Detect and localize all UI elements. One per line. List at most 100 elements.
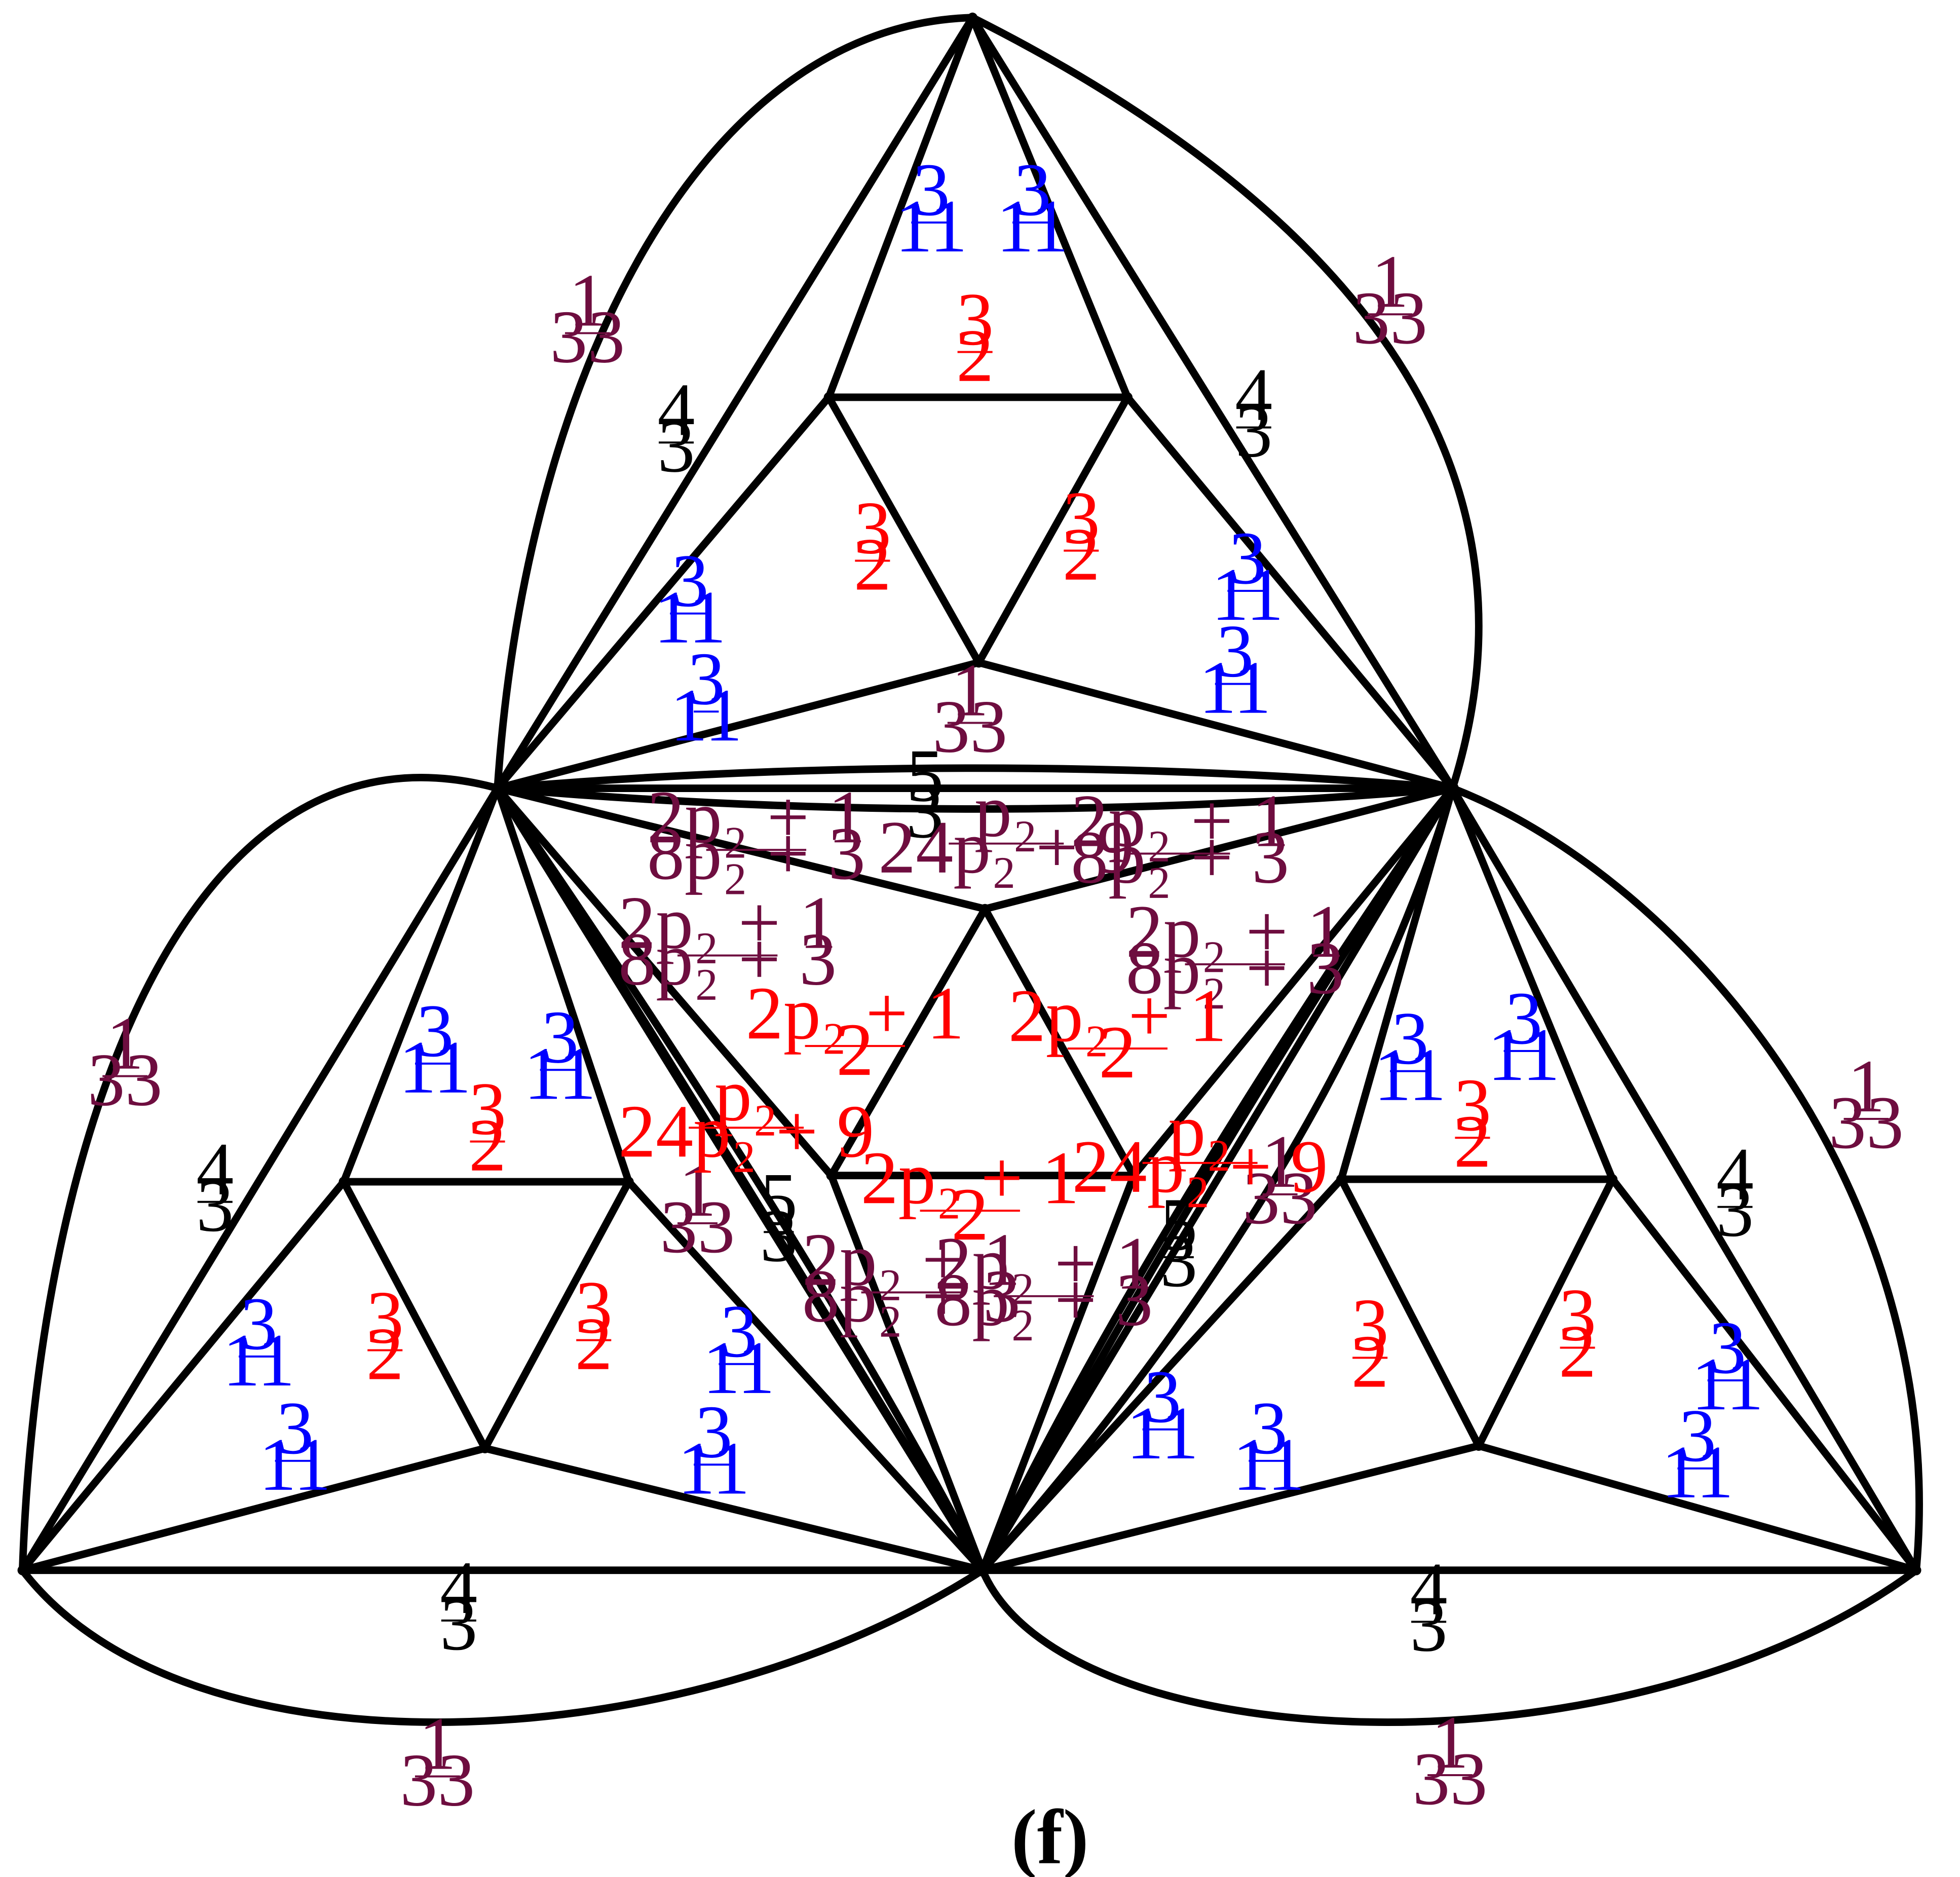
edge xyxy=(494,784,835,1180)
fraction-numerator: 2p₂ + 1 xyxy=(746,972,964,1055)
weight-label-one-33: 133 xyxy=(1829,1045,1904,1165)
edge xyxy=(494,784,987,1574)
fraction-denominator: 8p₂ + 3 xyxy=(934,1259,1153,1342)
edge xyxy=(494,784,989,913)
fraction-denominator: 2 xyxy=(366,1312,404,1396)
fraction-denominator: 2 xyxy=(1454,1100,1491,1183)
fraction-numerator: 5 xyxy=(906,734,944,817)
inner-node xyxy=(1336,1174,1346,1185)
outer-arc-bottom-left xyxy=(19,1566,987,1726)
edge xyxy=(978,1442,1483,1574)
fraction-numerator: 3 xyxy=(240,1283,278,1366)
fraction-numerator: 3 xyxy=(671,539,709,622)
fraction-denominator: 2 xyxy=(575,1302,613,1385)
weight-label-five-3: 53 xyxy=(760,1158,798,1278)
weight-label-one-33: 133 xyxy=(660,1149,735,1269)
fraction-numerator: 1 xyxy=(1431,1701,1469,1784)
fraction-numerator: 3 xyxy=(1559,1273,1596,1357)
fraction-denominator: 11 xyxy=(895,185,968,268)
edge xyxy=(494,784,1456,813)
edge xyxy=(19,1178,348,1574)
inner-node xyxy=(823,392,834,402)
fraction-denominator: 11 xyxy=(1488,1013,1560,1097)
fraction-numerator: 3 xyxy=(366,1276,404,1359)
fraction-numerator: 3 xyxy=(1144,1356,1181,1439)
fraction-denominator: 11 xyxy=(399,1026,471,1109)
edge xyxy=(494,764,1456,792)
weight-label-three-11: 311 xyxy=(1374,997,1446,1116)
fraction-numerator: 3 xyxy=(688,637,725,721)
fraction-numerator: 3 xyxy=(276,1387,314,1470)
edge xyxy=(827,905,989,1180)
weight-label-three-2: 32 xyxy=(469,1067,506,1187)
fraction-numerator: 4 xyxy=(1235,353,1272,436)
fraction-numerator: 3 xyxy=(1454,1064,1491,1147)
fraction-denominator: 33 xyxy=(550,295,625,379)
fraction-numerator: 3 xyxy=(1679,1394,1716,1477)
edge xyxy=(1130,784,1456,1180)
figure-caption: (f) xyxy=(1011,1794,1089,1877)
fraction-denominator: 24p₂ + 9 xyxy=(618,1090,874,1173)
edge xyxy=(340,784,502,1186)
fraction-denominator: 11 xyxy=(222,1319,295,1402)
edge xyxy=(625,1178,987,1574)
fraction-numerator: 3 xyxy=(1250,1387,1288,1470)
fraction-denominator: 11 xyxy=(524,1032,596,1115)
fraction-denominator: 3 xyxy=(658,405,695,488)
fraction-denominator: 8p₂ + 3 xyxy=(802,1255,1021,1338)
weight-label-four-3: 43 xyxy=(440,1547,477,1666)
weight-label-three-11: 311 xyxy=(654,539,726,659)
fraction-numerator: 3 xyxy=(1505,977,1542,1060)
fraction-numerator: 3 xyxy=(1351,1284,1389,1367)
inner-node xyxy=(1474,1441,1484,1451)
fraction-numerator: 1 xyxy=(1848,1045,1885,1128)
weight-label-one-33: 133 xyxy=(932,649,1007,768)
hub-node-bottom xyxy=(976,1564,989,1577)
fraction-numerator: 2p₂ + 1 xyxy=(1126,890,1344,973)
fraction-numerator: 2p₂ + 1 xyxy=(647,776,865,859)
fraction-numerator: p₂ xyxy=(714,1054,778,1137)
fraction-numerator: 1 xyxy=(679,1149,716,1232)
edge xyxy=(1475,1442,1920,1574)
hub-node-top xyxy=(967,12,978,23)
weight-label-three-2: 32 xyxy=(366,1276,404,1396)
weight-label-three-11: 311 xyxy=(524,996,596,1115)
fraction-denominator: 11 xyxy=(1126,1392,1199,1475)
weight-label-three-11: 311 xyxy=(1488,977,1560,1097)
fraction-denominator: 33 xyxy=(1829,1081,1904,1165)
weight-label-one-33: 133 xyxy=(400,1702,475,1822)
edge xyxy=(19,1444,489,1574)
graph-nodes xyxy=(17,12,1921,1577)
edge xyxy=(981,905,1138,1180)
outer-arc-top-left xyxy=(494,14,976,792)
weight-label-one-33: 133 xyxy=(1413,1701,1488,1821)
weight-label-five-3: 53 xyxy=(906,734,944,854)
inner-node xyxy=(1607,1174,1618,1185)
fraction-denominator: 8p₂ + 3 xyxy=(1126,927,1344,1010)
fraction-denominator: 33 xyxy=(1242,1157,1317,1240)
fraction-numerator: 1 xyxy=(1371,240,1409,323)
edge xyxy=(978,1175,1345,1574)
fraction-numerator: 4 xyxy=(1410,1548,1448,1631)
hub-node-right xyxy=(1446,782,1459,795)
fraction-denominator: 11 xyxy=(670,674,743,757)
fraction-numerator: 1 xyxy=(419,1702,456,1785)
weight-label-four-3: 43 xyxy=(196,1128,234,1247)
fraction-denominator: 2 xyxy=(1063,513,1100,596)
inner-node xyxy=(623,1177,634,1187)
fraction-denominator: 3 xyxy=(1160,1220,1197,1303)
fraction-numerator: 2p₂ + 1 xyxy=(1071,779,1289,862)
fraction-denominator: 2 xyxy=(836,1008,874,1092)
fraction-denominator: 2 xyxy=(1559,1310,1596,1393)
fraction-numerator: 3 xyxy=(1063,476,1100,559)
fraction-numerator: 3 xyxy=(1216,610,1254,693)
weight-label-one-33: 133 xyxy=(550,259,625,379)
weight-label-three-11: 311 xyxy=(259,1387,331,1507)
fraction-numerator: 2p₂ + 1 xyxy=(1008,974,1227,1058)
fraction-denominator: 33 xyxy=(660,1186,735,1269)
weight-label-three-2: 32 xyxy=(956,278,994,397)
fraction-numerator: 4 xyxy=(440,1547,477,1630)
